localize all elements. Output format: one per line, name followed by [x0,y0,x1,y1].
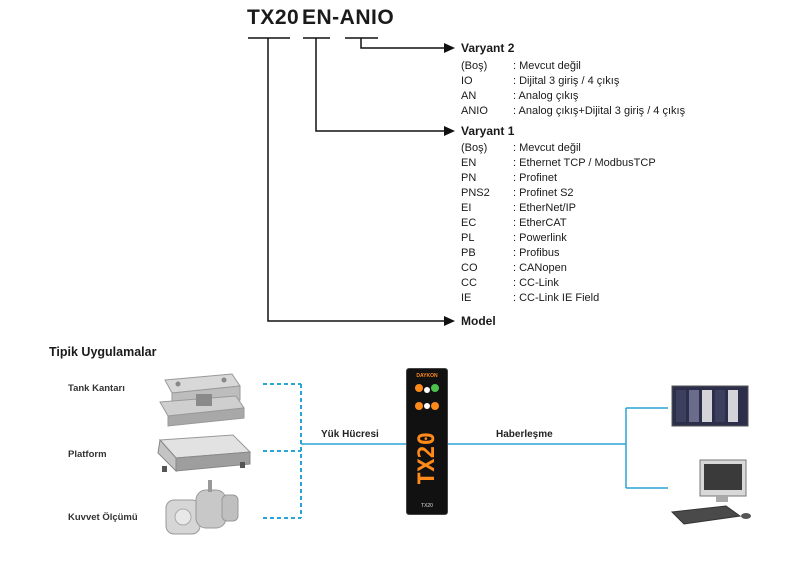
variant2-option-desc: : Analog çıkış [513,90,579,102]
variant1-title: Varyant 1 [461,124,515,138]
variant2-option-code: (Boş) [461,60,488,72]
variant1-option-code: EC [461,217,477,229]
variant1-option-code: EI [461,202,472,214]
model-arrow [444,316,455,326]
model-connector [267,38,444,322]
communication-label: Haberleşme [496,429,553,440]
variant1-option-code: (Boş) [461,142,488,154]
variant1-option-code: PN [461,172,477,184]
variant1-option-desc: : EtherCAT [513,217,567,229]
variant1-option-code: PNS2 [461,187,490,199]
variant2-arrow [444,43,455,53]
variant1-connector [315,38,444,132]
variant2-option-code: ANIO [461,105,488,117]
source-force: Kuvvet Ölçümü [68,512,138,523]
variant1-option-code: EN [461,157,477,169]
variant2-option-desc: : Dijital 3 giriş / 4 çıkış [513,75,620,87]
variant2-option-code: AN [461,90,477,102]
variant1-option-code: CO [461,262,478,274]
tx20-device: DAYKON TX20 TX20 [406,368,448,515]
button-icon [415,384,423,392]
variant1-option-code: IE [461,292,472,304]
load-cell-label: Yük Hücresi [321,429,379,440]
variant1-option-desc: : Profinet S2 [513,187,574,199]
variant1-option-desc: : Profinet [513,172,558,184]
source-platform: Platform [68,449,107,460]
variant2-option-desc: : Analog çıkış+Dijital 3 giriş / 4 çıkış [513,105,686,117]
variant2-option-code: IO [461,75,473,87]
variant1-option-desc: : Mevcut değil [513,142,581,154]
variant1-option-code: CC [461,277,477,289]
variant1-option-desc: : EtherNet/IP [513,202,576,214]
device-model-label: TX20 [421,503,433,509]
variant2-title: Varyant 2 [461,41,515,55]
force-load-cell-image [165,480,239,535]
device-brand: DAYKON [416,373,438,379]
device-buttons [415,384,439,410]
variant1-arrow [444,126,455,136]
variant1-option-desc: : CC-Link [513,277,559,289]
model-prefix: TX20 [247,6,300,29]
variant1-option-desc: : Ethernet TCP / ModbusTCP [513,157,656,169]
ordering-code-connectors [248,37,455,326]
model-suffix: EN-ANIO [302,6,395,29]
variant2-connector [360,38,444,49]
variant1-option-desc: : CANopen [513,262,567,274]
platform-scale-image [157,434,252,473]
source-tank: Tank Kantarı [68,383,125,394]
applications-title: Tipik Uygulamalar [49,345,157,359]
variant2-option-desc: : Mevcut değil [513,60,581,72]
model-label: Model [461,314,496,328]
device-display: TX20 [415,432,440,486]
applications-diagram [157,373,751,535]
computer-image [670,459,751,525]
plc-rack-image [671,385,749,427]
variant1-option-code: PL [461,232,475,244]
tank-weighing-module-image [159,373,245,427]
variant1-option-desc: : Profibus [513,247,560,259]
variant1-option-desc: : CC-Link IE Field [513,292,600,304]
variant1-option-desc: : Powerlink [513,232,567,244]
variant1-option-code: PB [461,247,476,259]
